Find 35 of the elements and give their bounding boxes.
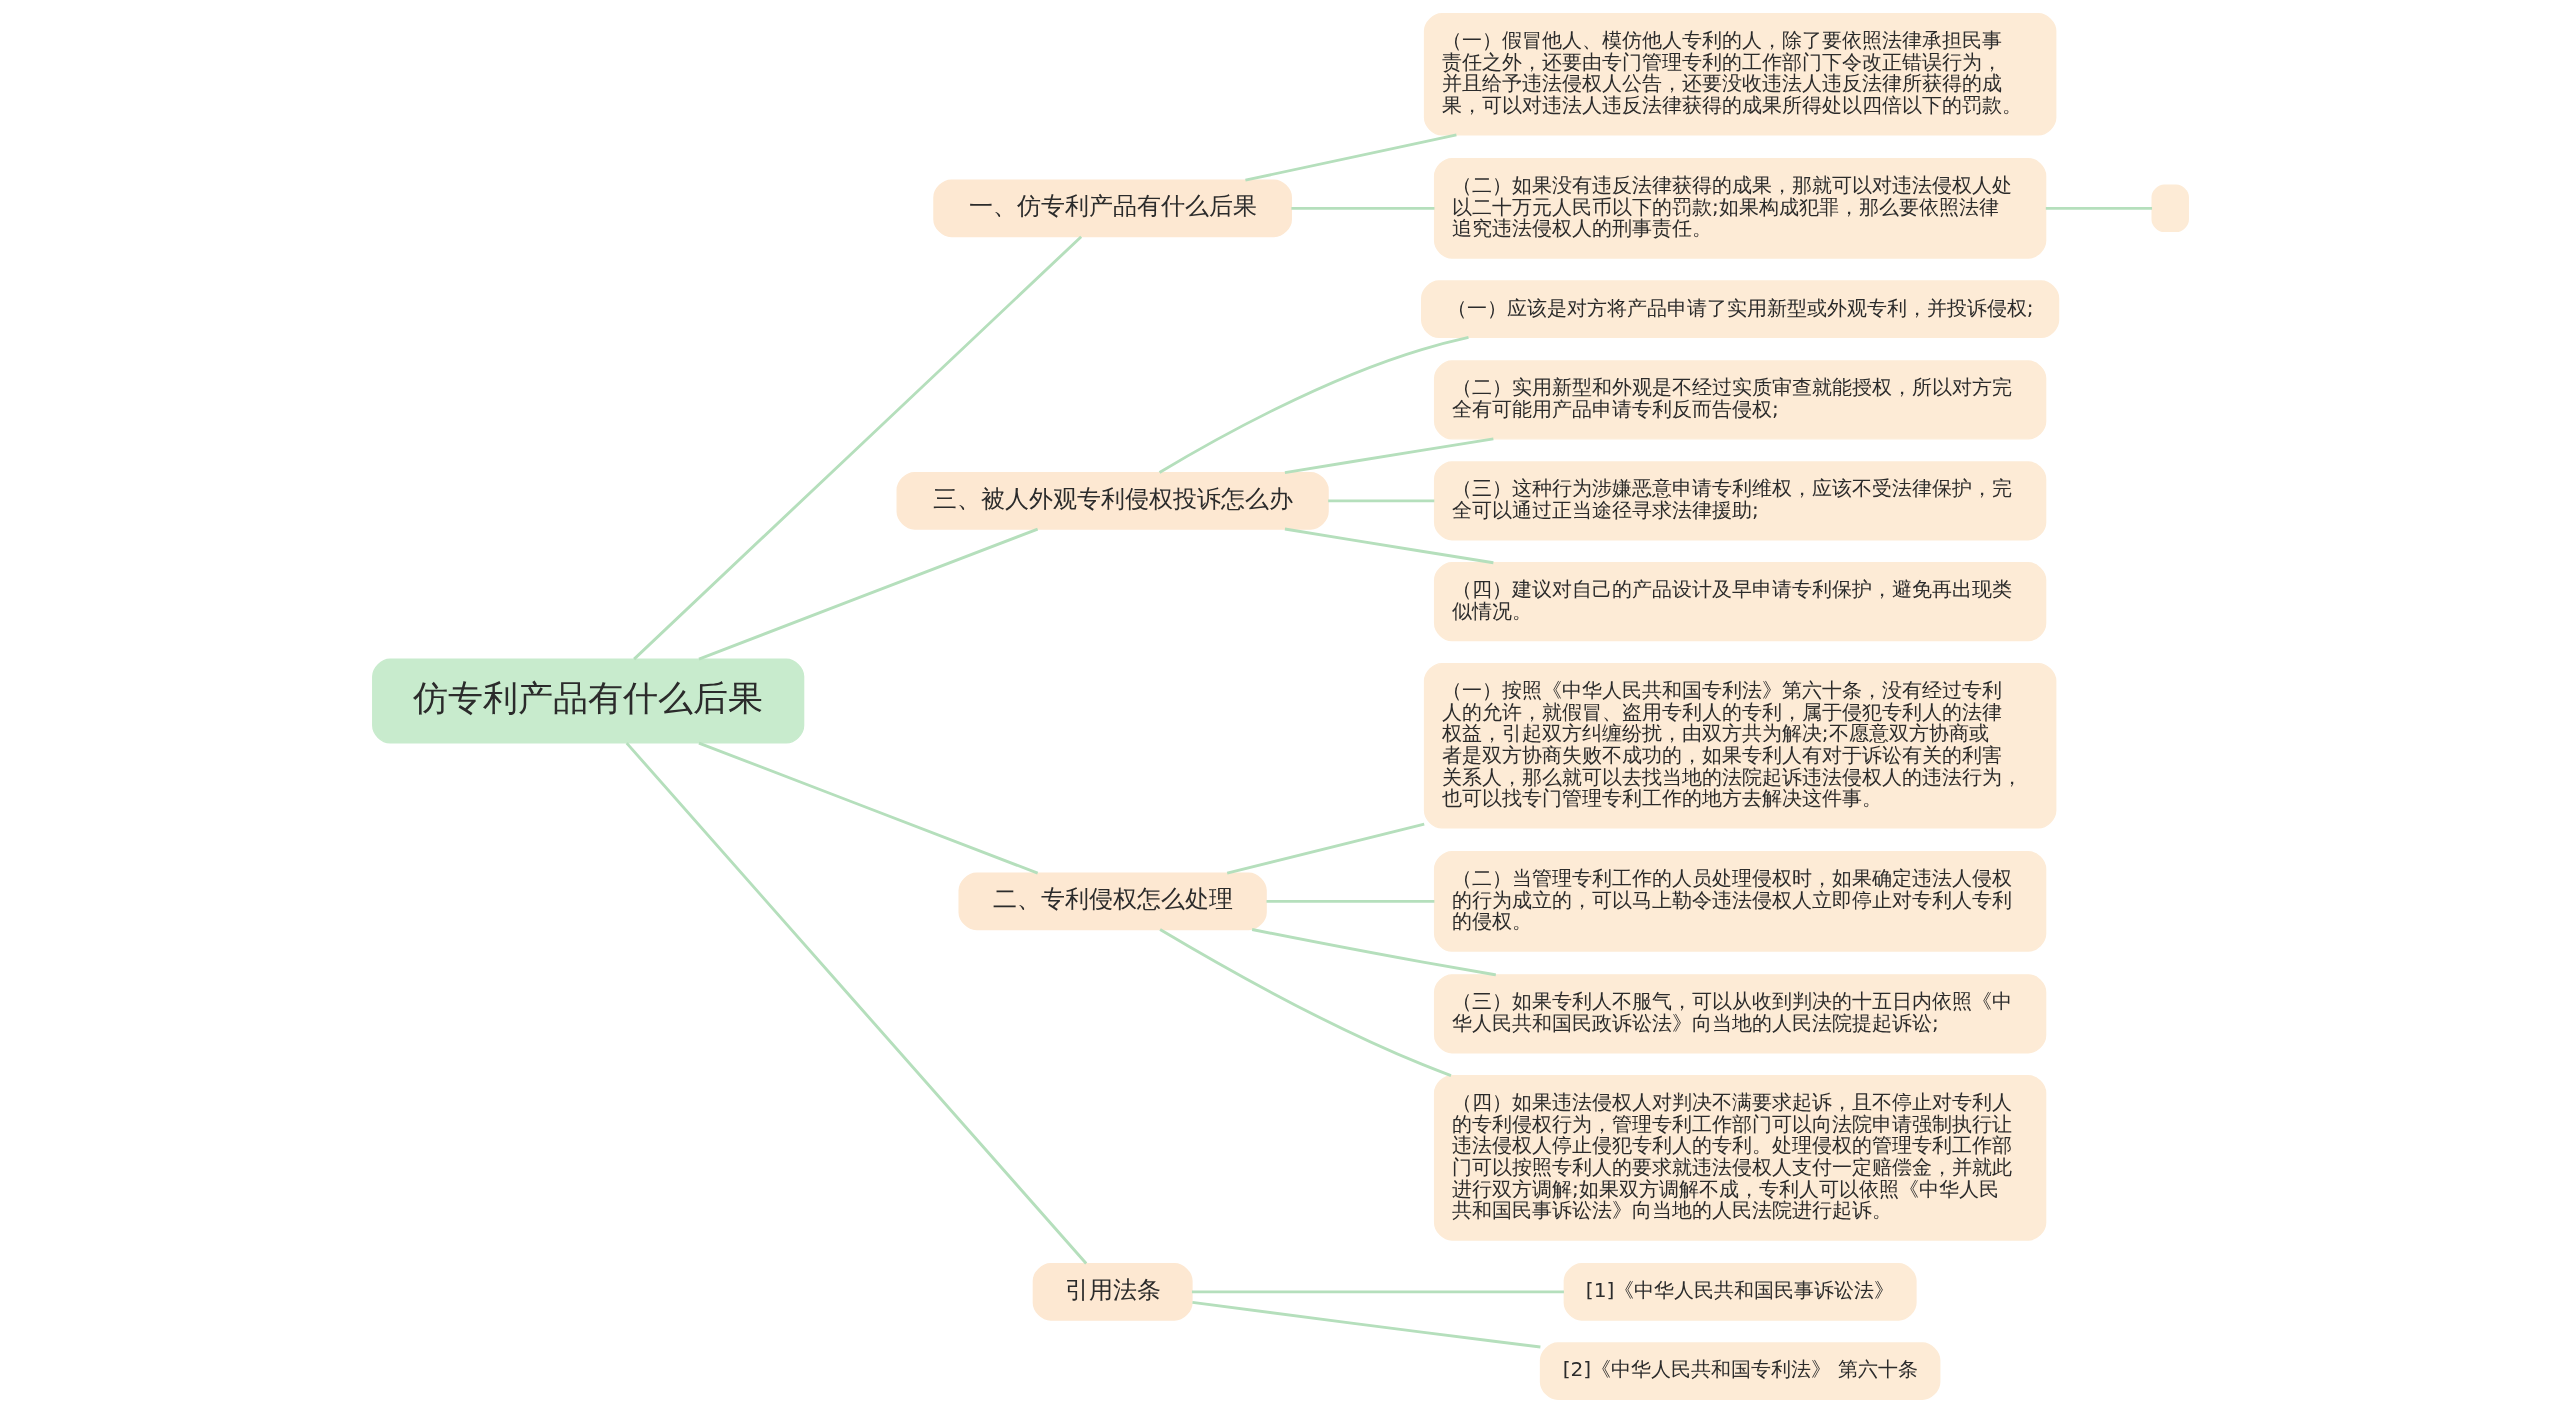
node-box — [2151, 184, 2189, 233]
connector — [625, 742, 1087, 1265]
node-box: 二、专利侵权怎么处理 — [957, 872, 1267, 931]
connector — [1158, 335, 1469, 474]
connector — [632, 235, 1082, 661]
connector — [1191, 1290, 1564, 1294]
connector — [1266, 899, 1434, 903]
node-box: 一、仿专利产品有什么后果 — [932, 179, 1292, 238]
connector — [1226, 822, 1425, 875]
node-box: （四）建议对自己的产品设计及早申请专利保护，避免再出现类似情况。 — [1433, 562, 2046, 642]
connector — [2045, 206, 2152, 210]
connector — [1284, 437, 1494, 475]
node-box: 引用法条 — [1032, 1263, 1193, 1321]
connector — [1244, 133, 1457, 182]
node-box: （二）如果没有违反法律获得的成果，那就可以对违法侵权人处以二十万元人民币以下的罚款;如果构成犯罪，那么要依照法律追究违法侵权人的刑事责任。 — [1433, 157, 2046, 259]
node-box: （一）按照《中华人民共和国专利法》第六十条，没有经过专利人的允许，就假冒、盗用专利人的专利，属于侵犯专利人的法律权益，引起双方纠缠纷扰，由双方共为解决;不愿意双方协商或者是双方协商失败不成功的，如果专利人有对于诉讼有关的利害关系人，那么就可以去找当地的法院起诉违法侵权人的违法行为，也可以找专门管理专利工作的地方去解决这件事。 — [1423, 662, 2056, 829]
connector — [1284, 527, 1494, 565]
connector — [1158, 928, 1451, 1077]
node-box: [2]《中华人民共和国专利法》 第六十条 — [1539, 1342, 1940, 1400]
connector — [1251, 928, 1496, 977]
node-box: （一）假冒他人、模仿他人专利的人，除了要依照法律承担民事责任之外，还要由专门管理专利的工作部门下令改正错误行为，并且给予违法侵权人公告，还要没收违法人违反法律所获得的成果，可以对违法人违反法律获得的成果所得处以四倍以下的罚款。 — [1423, 13, 2056, 136]
node-box: （三）如果专利人不服气，可以从收到判决的十五日内依照《中华人民共和国民政诉讼法》向当地的人民法院提起诉讼; — [1433, 974, 2046, 1054]
connector — [1327, 499, 1434, 503]
node-box: 三、被人外观专利侵权投诉怎么办 — [896, 472, 1329, 530]
node-box: [1]《中华人民共和国民事诉讼法》 — [1563, 1263, 1917, 1321]
node-box: 仿专利产品有什么后果 — [371, 658, 804, 744]
connector — [1290, 206, 1434, 210]
connector — [697, 527, 1038, 661]
node-box: （二）实用新型和外观是不经过实质审查就能授权，所以对方完全有可能用产品申请专利反而告侵权; — [1433, 360, 2046, 440]
node-box: （三）这种行为涉嫌恶意申请专利维权，应该不受法律保护，完全可以通过正当途径寻求法律援助; — [1433, 461, 2046, 541]
connector — [1191, 1300, 1541, 1349]
node-box: （二）当管理专利工作的人员处理侵权时，如果确定违法人侵权的行为成立的，可以马上勒令违法侵权人立即停止对专利人专利的侵权。 — [1433, 850, 2046, 952]
node-box: （四）如果违法侵权人对判决不满要求起诉，且不停止对专利人的专利侵权行为，管理专利工作部门可以向法院申请强制执行让违法侵权人停止侵犯专利人的专利。处理侵权的管理专利工作部门可以按照专利人的要求就违法侵权人支付一定赔偿金，并就此进行双方调解;如果双方调解不成，专利人可以依照《中华人民共和国民事诉讼法》向当地的人民法院进行起诉。 — [1433, 1075, 2046, 1241]
connector — [697, 741, 1038, 875]
node-box: （一）应该是对方将产品申请了实用新型或外观专利，并投诉侵权; — [1420, 280, 2059, 338]
